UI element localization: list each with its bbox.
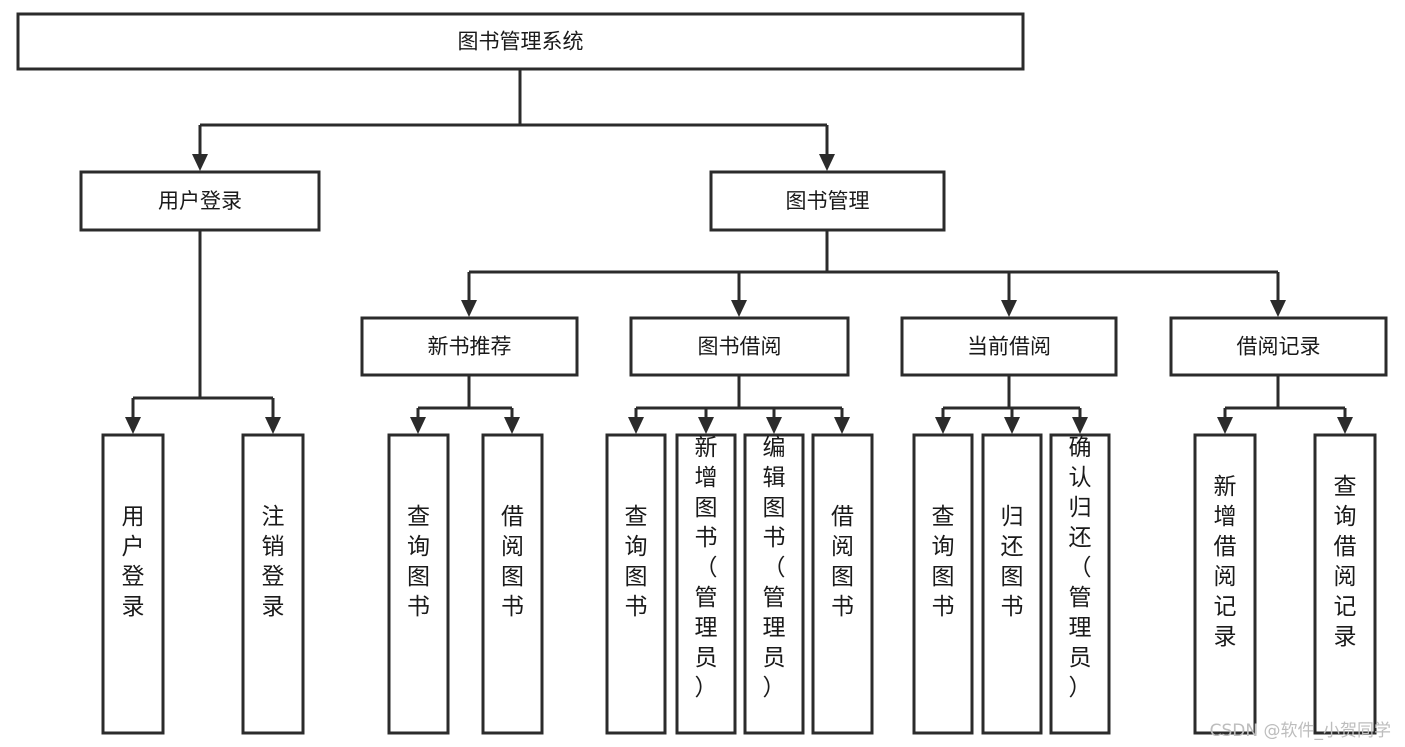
arrow-head-icon [504, 417, 520, 434]
arrow-head-icon [766, 417, 782, 434]
node-box-leaf-user-login [101, 433, 165, 735]
node-leaf-confirm-return[interactable]: 确认归还（管理员） [1049, 433, 1111, 735]
node-box-current-borrow [900, 316, 1118, 377]
node-leaf-add-record[interactable]: 新增借阅记录 [1193, 433, 1257, 735]
arrow-head-icon [1004, 417, 1020, 434]
node-box-leaf-add-record [1193, 433, 1257, 735]
connector-user-login-to-leaves [131, 230, 275, 419]
node-label-book-borrow: 图书借阅 [698, 335, 782, 359]
node-book-borrow[interactable]: 图书借阅 [629, 316, 850, 377]
node-label-borrow-record: 借阅记录 [1237, 335, 1321, 359]
node-user-login[interactable]: 用户登录 [79, 170, 321, 232]
node-box-leaf-return-book [981, 433, 1043, 735]
arrow-head-icon [1217, 417, 1233, 434]
node-leaf-borrow-book-2[interactable]: 借阅图书 [811, 433, 874, 735]
arrow-head-icon [698, 417, 714, 434]
connector-current-borrow-to-leaves [941, 375, 1082, 419]
node-box-book-borrow [629, 316, 850, 377]
arrow-head-icon [1337, 417, 1353, 434]
connector-root-to-level2 [198, 69, 829, 156]
node-label-leaf-borrow-book-2: 借阅图书 [831, 504, 854, 620]
node-leaf-user-logout[interactable]: 注销登录 [241, 433, 305, 735]
node-box-leaf-add-book [675, 433, 737, 735]
node-box-leaf-query-record [1313, 433, 1377, 735]
node-leaf-user-login[interactable]: 用户登录 [101, 433, 165, 735]
node-box-leaf-edit-book [743, 433, 805, 735]
csdn-watermark: CSDN @软件_小贺同学 [1209, 721, 1391, 741]
arrow-head-icon [935, 417, 951, 434]
node-leaf-borrow-book-1[interactable]: 借阅图书 [481, 433, 544, 735]
connector-new-book-to-leaves [416, 375, 514, 419]
node-box-leaf-query-book-2 [605, 433, 667, 735]
node-box-borrow-record [1169, 316, 1388, 377]
node-leaf-query-book-2[interactable]: 查询图书 [605, 433, 667, 735]
node-label-leaf-return-book: 归还图书 [1001, 504, 1024, 620]
node-box-leaf-borrow-book-1 [481, 433, 544, 735]
node-borrow-record[interactable]: 借阅记录 [1169, 316, 1388, 377]
node-leaf-edit-book[interactable]: 编辑图书（管理员） [743, 433, 805, 735]
node-leaf-query-book-3[interactable]: 查询图书 [912, 433, 974, 735]
arrow-head-icon [125, 417, 141, 434]
node-current-borrow[interactable]: 当前借阅 [900, 316, 1118, 377]
node-new-book-recommend[interactable]: 新书推荐 [360, 316, 579, 377]
node-label-leaf-add-record: 新增借阅记录 [1214, 474, 1237, 650]
node-label-leaf-add-book: 新增图书（管理员） [695, 435, 718, 701]
arrow-head-icon [192, 154, 208, 171]
node-root[interactable]: 图书管理系统 [16, 12, 1025, 71]
connector-book-manage-to-level3 [467, 230, 1280, 302]
node-box-user-login [79, 170, 321, 232]
arrow-head-icon [265, 417, 281, 434]
node-leaf-query-record[interactable]: 查询借阅记录 [1313, 433, 1377, 735]
arrow-head-icon [1001, 300, 1017, 317]
node-label-leaf-confirm-return: 确认归还（管理员） [1069, 435, 1092, 701]
node-label-leaf-edit-book: 编辑图书（管理员） [763, 435, 786, 701]
connector-book-borrow-to-leaves [634, 375, 844, 419]
connectors-layer [125, 69, 1353, 434]
arrow-head-icon [731, 300, 747, 317]
arrow-head-icon [834, 417, 850, 434]
node-label-leaf-borrow-book-1: 借阅图书 [501, 504, 524, 620]
arrow-head-icon [1270, 300, 1286, 317]
node-box-book-manage [709, 170, 946, 232]
node-leaf-add-book[interactable]: 新增图书（管理员） [675, 433, 737, 735]
node-box-new-book-recommend [360, 316, 579, 377]
node-label-new-book-recommend: 新书推荐 [428, 335, 512, 359]
arrow-head-icon [410, 417, 426, 434]
node-box-leaf-query-book-3 [912, 433, 974, 735]
node-label-leaf-user-login: 用户登录 [122, 504, 145, 620]
node-label-leaf-query-book-1: 查询图书 [407, 504, 430, 620]
node-label-user-login: 用户登录 [158, 189, 242, 213]
node-box-leaf-query-book-1 [387, 433, 450, 735]
node-label-book-manage: 图书管理 [786, 189, 870, 213]
node-label-leaf-query-book-3: 查询图书 [932, 504, 955, 620]
node-box-leaf-user-logout [241, 433, 305, 735]
node-leaf-query-book-1[interactable]: 查询图书 [387, 433, 450, 735]
node-label-current-borrow: 当前借阅 [967, 335, 1051, 359]
node-label-leaf-user-logout: 注销登录 [262, 504, 285, 620]
connector-borrow-record-to-leaves [1223, 375, 1347, 419]
node-book-manage[interactable]: 图书管理 [709, 170, 946, 232]
arrow-head-icon [461, 300, 477, 317]
nodes-layer: 图书管理系统用户登录图书管理新书推荐图书借阅当前借阅借阅记录用户登录注销登录查询… [16, 12, 1388, 735]
node-label-leaf-query-record: 查询借阅记录 [1334, 474, 1357, 650]
arrow-head-icon [1072, 417, 1088, 434]
arrow-head-icon [628, 417, 644, 434]
node-leaf-return-book[interactable]: 归还图书 [981, 433, 1043, 735]
node-box-leaf-borrow-book-2 [811, 433, 874, 735]
node-label-leaf-query-book-2: 查询图书 [625, 504, 648, 620]
node-box-root [16, 12, 1025, 71]
arrow-head-icon [819, 154, 835, 171]
node-box-leaf-confirm-return [1049, 433, 1111, 735]
node-label-root: 图书管理系统 [458, 30, 584, 54]
